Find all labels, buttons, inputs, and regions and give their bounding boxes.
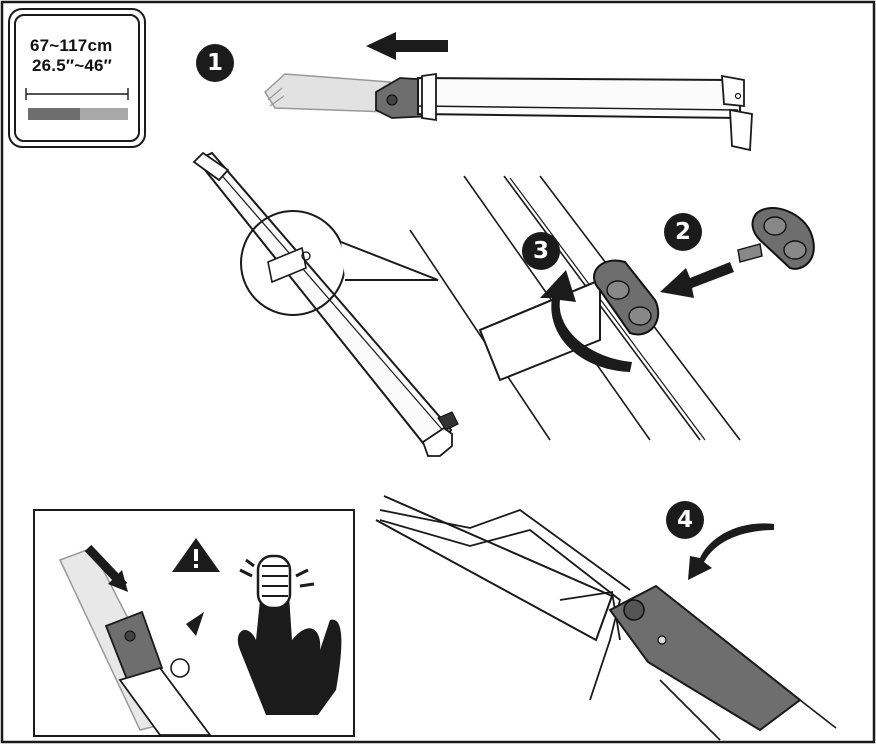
detail-magnifier: [240, 210, 439, 316]
finger-pinch-icon: [237, 554, 342, 715]
length-spec-inner: [14, 14, 140, 142]
knob-closeup: [409, 175, 741, 441]
rotate-arrow-icon: [540, 270, 632, 372]
length-inch-label: 26.5″~46″: [32, 56, 113, 75]
length-cm-label: 67~117cm: [30, 36, 113, 55]
length-scale: [25, 88, 129, 120]
warning-icon: [172, 538, 220, 572]
arrow-left-icon: [366, 32, 448, 60]
step-badge-2: 2: [664, 213, 702, 251]
telescopic-bar: [264, 72, 753, 152]
arrow-push-icon: [660, 262, 734, 298]
length-spec-badge: 67~117cm 26.5″~46″: [8, 8, 146, 148]
diagonal-bar: [192, 151, 459, 457]
bracket-detail: [375, 495, 837, 741]
step-badge-1: 1: [196, 44, 234, 82]
step-badge-4: 4: [666, 501, 704, 539]
curved-arrow-icon: [688, 523, 774, 580]
knob-icon: [593, 259, 660, 336]
loose-knob-icon: [737, 207, 815, 270]
step-badge-3: 3: [522, 232, 560, 270]
